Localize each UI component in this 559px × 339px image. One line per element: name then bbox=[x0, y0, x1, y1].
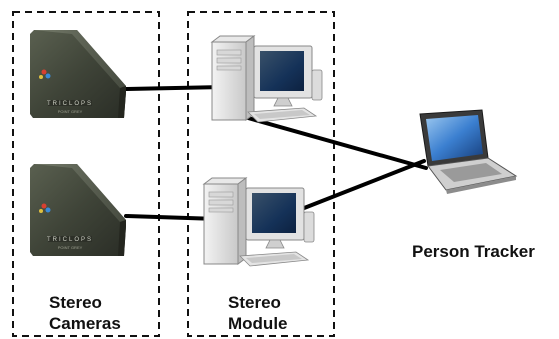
person-tracker-label: Person Tracker bbox=[412, 242, 535, 261]
cable-module2-to-tracker bbox=[292, 159, 426, 214]
laptop-icon bbox=[419, 109, 518, 194]
camera-brand: TRICLOPS bbox=[47, 101, 93, 107]
desktop-computer-icon bbox=[202, 177, 315, 267]
camera-subtext: POINT GREY bbox=[58, 245, 83, 250]
cable-camera1-to-module1 bbox=[124, 85, 226, 91]
stereo-camera-icon: TRICLOPS POINT GREY bbox=[30, 30, 126, 118]
camera-subtext: POINT GREY bbox=[58, 109, 83, 114]
stereo-camera-icon: TRICLOPS POINT GREY bbox=[30, 164, 126, 256]
stereo-module-group-box bbox=[187, 11, 335, 337]
stereo-module-label: Stereo Module bbox=[228, 292, 288, 334]
cables bbox=[124, 85, 428, 221]
stereo-module-label-line2: Module bbox=[228, 314, 288, 333]
desktop-computer-icon bbox=[210, 35, 323, 123]
stereo-cameras-label-line1: Stereo bbox=[49, 293, 102, 312]
stereo-module-label-line1: Stereo bbox=[228, 293, 281, 312]
stereo-cameras-label: Stereo Cameras bbox=[49, 292, 121, 334]
cable-camera2-to-module2 bbox=[124, 214, 220, 221]
cable-module1-to-tracker bbox=[246, 116, 428, 170]
stereo-cameras-label-line2: Cameras bbox=[49, 314, 121, 333]
camera-brand: TRICLOPS bbox=[47, 237, 93, 243]
stereo-cameras-group-box bbox=[12, 11, 160, 337]
